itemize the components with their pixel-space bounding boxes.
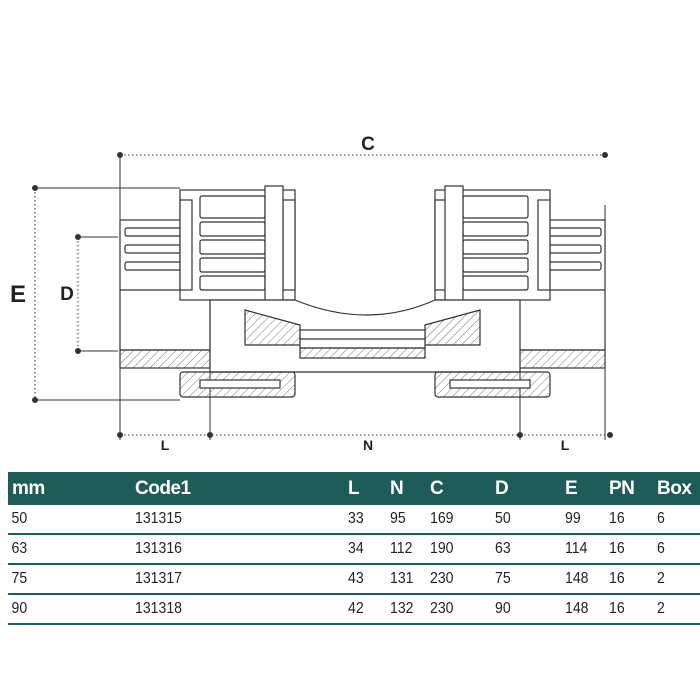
cell-d: 90 bbox=[495, 594, 557, 625]
valve-body bbox=[119, 185, 606, 398]
cell-c: 230 bbox=[430, 594, 488, 625]
cell-mm: 50 bbox=[8, 505, 120, 535]
label-e: E bbox=[10, 281, 26, 308]
header-e: E bbox=[565, 472, 609, 505]
cell-e: 148 bbox=[565, 594, 604, 625]
cell-e: 148 bbox=[565, 564, 604, 595]
label-l-left: L bbox=[161, 437, 170, 453]
cell-code: 131318 bbox=[135, 594, 323, 625]
cell-e: 114 bbox=[565, 534, 604, 565]
header-l: L bbox=[348, 472, 390, 505]
header-code: Code1 bbox=[135, 472, 348, 505]
header-mm: mm bbox=[8, 472, 135, 505]
cell-mm: 75 bbox=[8, 564, 120, 595]
cell-d: 63 bbox=[495, 534, 557, 565]
valve-drawing: C E D L N L bbox=[10, 134, 613, 453]
cell-code: 131316 bbox=[135, 534, 323, 565]
cell-l: 42 bbox=[348, 594, 385, 625]
label-c: C bbox=[361, 134, 375, 155]
label-d: D bbox=[60, 284, 74, 305]
cell-box: 6 bbox=[657, 505, 695, 535]
cell-c: 190 bbox=[430, 534, 488, 565]
cell-d: 50 bbox=[495, 505, 557, 535]
cell-code: 131315 bbox=[135, 505, 323, 535]
cell-box: 2 bbox=[657, 564, 695, 595]
cell-mm: 63 bbox=[8, 534, 120, 565]
cell-l: 34 bbox=[348, 534, 385, 565]
cell-code: 131317 bbox=[135, 564, 323, 595]
cell-c: 230 bbox=[430, 564, 488, 595]
cell-box: 6 bbox=[657, 534, 695, 565]
cell-pn: 16 bbox=[609, 594, 652, 625]
label-n: N bbox=[363, 437, 373, 453]
cell-mm: 90 bbox=[8, 594, 120, 625]
dimension-d bbox=[75, 234, 118, 354]
cell-e: 99 bbox=[565, 505, 604, 535]
table-row: 75 131317 43 131 230 75 148 16 2 bbox=[8, 564, 700, 595]
cell-box: 2 bbox=[657, 594, 695, 625]
table-header-row: mm Code1 L N C D E PN Box bbox=[8, 472, 700, 505]
cell-n: 95 bbox=[390, 505, 426, 535]
cell-n: 112 bbox=[390, 534, 426, 565]
header-c: C bbox=[430, 472, 495, 505]
cell-c: 169 bbox=[430, 505, 488, 535]
cell-pn: 16 bbox=[609, 564, 652, 595]
cell-l: 33 bbox=[348, 505, 385, 535]
cell-n: 132 bbox=[390, 594, 426, 625]
header-pn: PN bbox=[609, 472, 657, 505]
cell-d: 75 bbox=[495, 564, 557, 595]
cell-pn: 16 bbox=[609, 534, 652, 565]
table-row: 90 131318 42 132 230 90 148 16 2 bbox=[8, 594, 700, 625]
cell-pn: 16 bbox=[609, 505, 652, 535]
cell-n: 131 bbox=[390, 564, 426, 595]
header-n: N bbox=[390, 472, 430, 505]
spec-table: mm Code1 L N C D E PN Box 50 131315 33 9… bbox=[8, 472, 700, 625]
table-row: 50 131315 33 95 169 50 99 16 6 bbox=[8, 505, 700, 535]
label-l-right: L bbox=[561, 437, 570, 453]
header-box: Box bbox=[657, 472, 700, 505]
cell-l: 43 bbox=[348, 564, 385, 595]
header-d: D bbox=[495, 472, 565, 505]
table-row: 63 131316 34 112 190 63 114 16 6 bbox=[8, 534, 700, 565]
dimension-e bbox=[32, 185, 180, 403]
